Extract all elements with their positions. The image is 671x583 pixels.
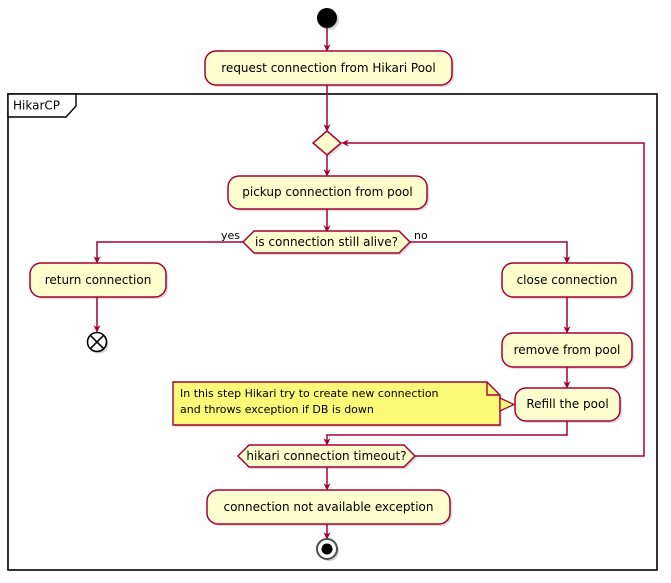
branch-label-yes: yes [221,229,240,242]
activity-remove-from-pool[interactable]: remove from pool [501,332,634,369]
edge-timeout-loop-back-to-merge [341,139,645,457]
activity-pickup-connection-label: pickup connection from pool [242,185,412,199]
partition-frame-label: HikarCP [13,99,60,113]
decision-is-connection-alive[interactable]: is connection still alive? [241,230,412,255]
edge-yes-to-return-connection [93,241,243,264]
activity-remove-from-pool-label: remove from pool [514,343,621,357]
edge-no-to-close-connection [410,241,571,264]
activity-pickup-connection[interactable]: pickup connection from pool [227,175,429,211]
activity-return-connection-label: return connection [45,273,152,287]
activity-refill-the-pool[interactable]: Refill the pool [514,387,622,423]
merge-diamond [311,130,343,157]
note-line-1: In this step Hikari try to create new co… [180,387,439,400]
start-node [317,8,339,30]
activity-close-connection[interactable]: close connection [501,262,634,299]
partition-frame-hikarcp: HikarCP [7,93,658,571]
decision-hikari-timeout-label: hikari connection timeout? [246,449,406,463]
decision-hikari-timeout[interactable]: hikari connection timeout? [236,444,417,469]
branch-label-no: no [414,229,428,242]
activity-connection-not-available-exception[interactable]: connection not available exception [206,489,452,526]
activity-refill-the-pool-label: Refill the pool [526,397,608,411]
activity-request-connection[interactable]: request connection from Hikari Pool [204,50,454,87]
activity-connection-not-available-exception-label: connection not available exception [223,500,433,514]
note-line-2: and throws exception if DB is down [180,403,374,416]
edge-refill-to-timeout [323,421,568,446]
activity-return-connection[interactable]: return connection [29,262,168,299]
end-node [316,538,339,561]
note-refill-explanation: In this step Hikari try to create new co… [172,381,516,427]
activity-close-connection-label: close connection [517,273,618,287]
activity-request-connection-label: request connection from Hikari Pool [221,61,435,75]
stop-node [86,331,109,354]
decision-is-connection-alive-label: is connection still alive? [255,235,398,249]
